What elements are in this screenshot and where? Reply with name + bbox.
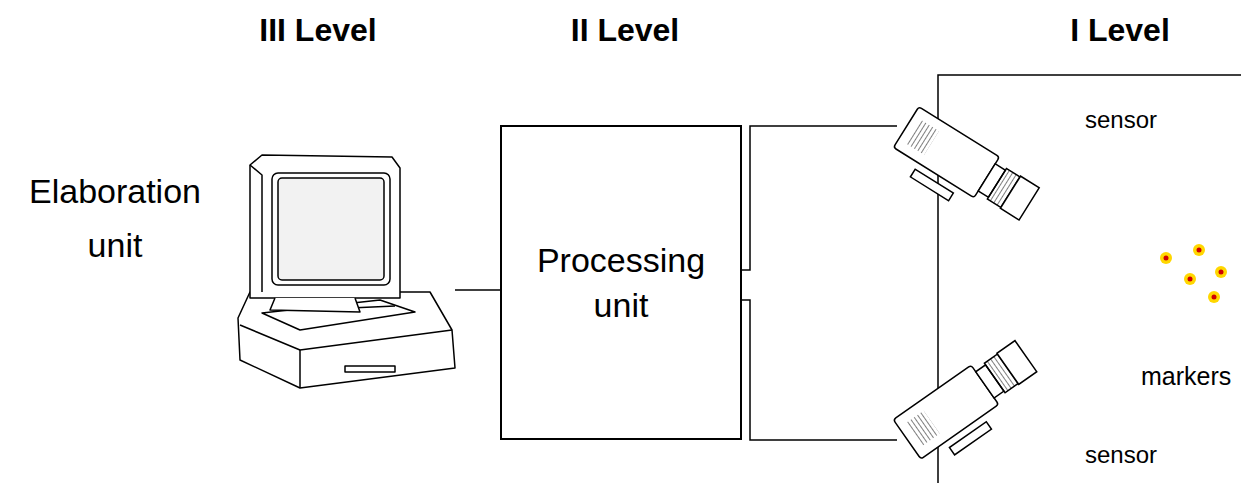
sensor-camera xyxy=(885,107,1042,238)
marker-dots xyxy=(1160,244,1227,303)
sensor-camera xyxy=(893,337,1048,473)
level-heading: III Level xyxy=(259,12,376,49)
process-box: Processing unit xyxy=(500,125,742,440)
sensor-label: sensor xyxy=(1085,441,1157,469)
region-outline xyxy=(938,75,1241,483)
wires xyxy=(455,126,897,440)
box-text: Processing unit xyxy=(521,238,721,326)
computer-illustration xyxy=(238,155,455,388)
unit-label: Elaboration unit xyxy=(10,164,220,273)
level-heading: I Level xyxy=(1070,12,1170,49)
sensor-label: sensor xyxy=(1085,106,1157,134)
level-heading: II Level xyxy=(571,12,680,49)
markers-label: markers xyxy=(1141,362,1231,391)
